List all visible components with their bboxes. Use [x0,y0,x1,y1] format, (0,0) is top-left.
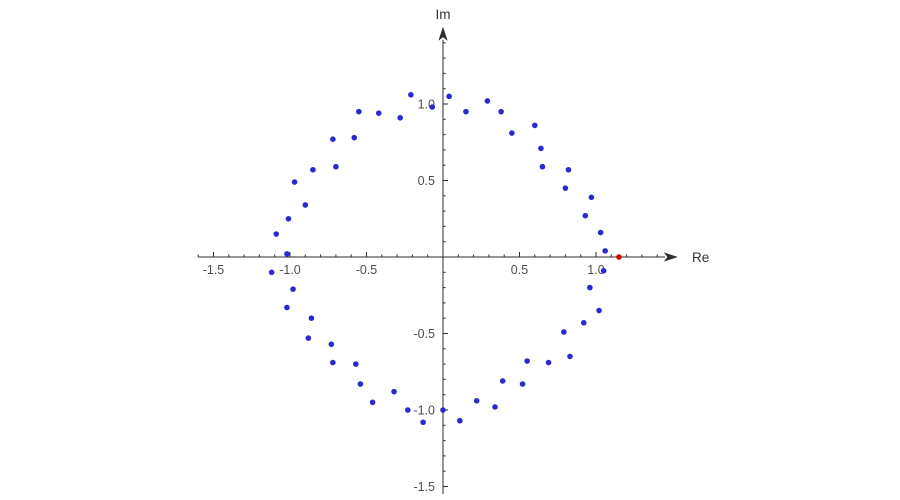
data-point [587,284,593,291]
x-tick-label: -1.5 [203,263,225,277]
x-tick-label: 1.0 [587,263,604,277]
data-point [284,251,290,257]
y-tick-label: 0.5 [418,174,435,188]
data-point [273,231,280,237]
data-point [492,404,498,410]
data-point [305,335,312,341]
highlight-point [616,254,622,260]
points-group [268,92,622,426]
data-point [446,93,452,100]
axes-group [198,26,678,495]
data-point [597,229,604,236]
data-point [588,194,595,201]
data-point [565,166,572,173]
data-point [308,315,315,322]
data-point [291,179,298,185]
data-point [602,248,608,254]
data-point [268,269,275,276]
data-point [539,163,546,170]
y-tick-label: -1.0 [413,403,435,417]
y-tick-label: -1.5 [413,480,435,494]
data-point [310,166,316,173]
data-point [405,407,411,413]
data-point [463,108,469,115]
data-point [420,419,426,426]
x-tick-label: -1.0 [279,263,301,277]
data-point [357,381,364,387]
data-point [499,378,506,384]
data-point [567,353,573,360]
data-point [545,359,552,366]
data-point [561,329,567,335]
data-point [351,134,358,141]
data-point [582,212,589,219]
data-point [538,145,544,152]
data-point [524,358,530,364]
data-point [519,381,526,387]
data-point [285,215,292,222]
data-point [290,286,296,292]
data-point [375,110,382,116]
x-axis-arrowhead [663,252,678,262]
data-point [429,104,436,110]
data-point [356,108,362,115]
y-tick-label: -0.5 [413,327,435,341]
data-point [330,359,336,366]
data-point [498,108,504,115]
data-point [397,114,403,121]
y-axis-arrowhead [438,26,448,41]
data-point [369,399,376,406]
data-point [330,136,336,142]
data-point [391,388,397,395]
data-point [509,130,515,136]
data-point [457,417,463,424]
data-point [440,407,446,413]
data-point [484,98,491,104]
data-point [600,267,607,274]
data-point [580,319,587,326]
data-point [408,92,414,98]
re-axis-label: Re [692,250,709,265]
data-point [596,307,602,314]
data-point [328,341,335,348]
data-point [532,122,538,129]
x-tick-label: -0.5 [356,263,378,277]
data-point [562,185,569,191]
data-point [333,163,339,170]
x-tick-label: 0.5 [511,263,528,277]
data-point [352,361,359,367]
im-axis-label: Im [436,7,451,22]
data-point [284,304,290,311]
data-point [473,398,480,404]
data-point [302,202,309,208]
